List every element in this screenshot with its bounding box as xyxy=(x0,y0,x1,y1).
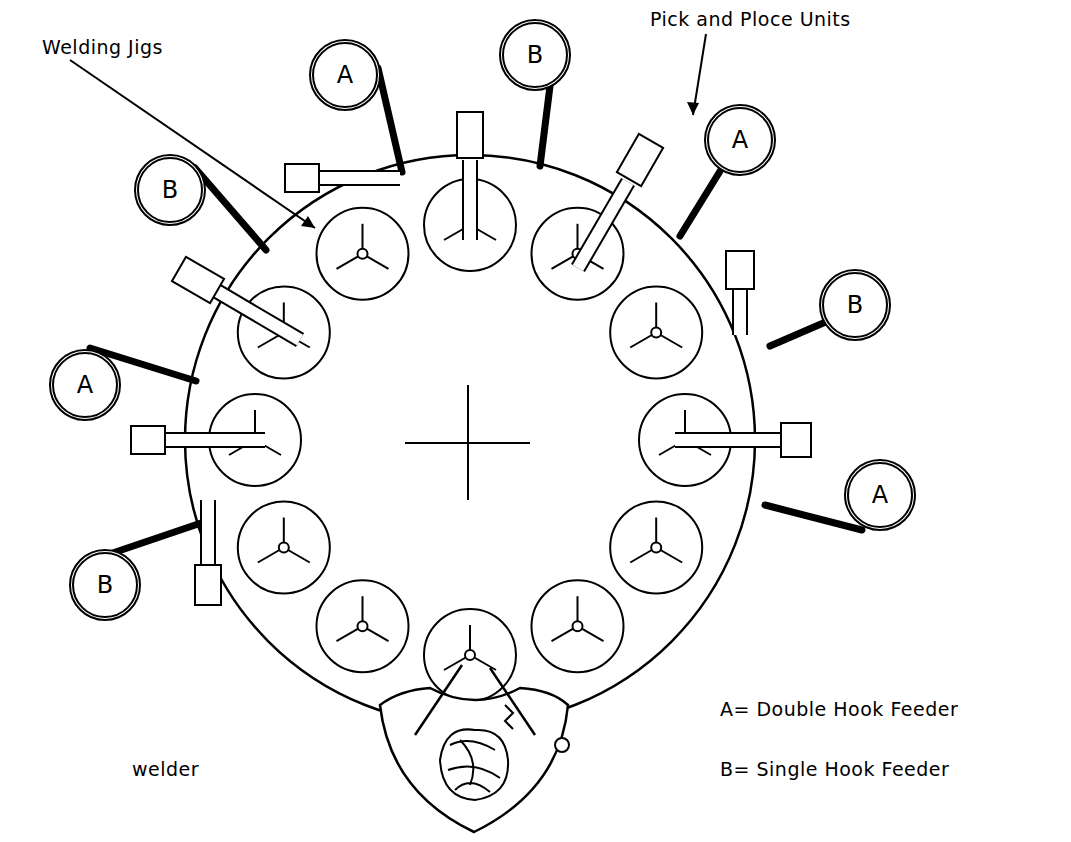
feeder-reel: A xyxy=(309,39,381,111)
feeder-reel: B xyxy=(499,19,571,91)
jig-hub xyxy=(651,543,661,553)
welder-figure xyxy=(380,665,569,832)
leader-arrowhead xyxy=(301,216,315,228)
feeder-letter: A xyxy=(872,483,888,507)
leader-line xyxy=(70,60,315,228)
pick-place-arm xyxy=(318,172,400,184)
welding-jig xyxy=(610,287,702,379)
feeder-tape xyxy=(680,168,722,236)
feeder-tape xyxy=(195,168,266,250)
callout-label: welder xyxy=(130,758,201,780)
pick-place-arm xyxy=(464,160,476,240)
pick-place-head xyxy=(726,251,754,289)
pick-place-arm xyxy=(462,160,478,240)
jig-hub xyxy=(651,328,661,338)
pick-place-arm xyxy=(215,290,300,340)
feeder-reel: A xyxy=(844,459,916,531)
pick-place-arm xyxy=(675,432,782,448)
pick-place-arm xyxy=(578,182,628,268)
feeder-reel: B xyxy=(819,269,891,341)
feeder-letter: B xyxy=(847,293,863,317)
feeder-letter: A xyxy=(732,128,748,152)
pick-place-arm xyxy=(200,500,216,570)
feeder-letter: A xyxy=(77,373,93,397)
jig-hub xyxy=(573,621,583,631)
welding-jig xyxy=(610,502,702,594)
legend-text: A= Double Hook Feeder xyxy=(718,698,960,720)
rotary-table xyxy=(185,155,755,725)
pick-place-head xyxy=(172,257,224,303)
pick-place-arm xyxy=(165,434,265,446)
pick-place-arm xyxy=(165,432,265,448)
jig-hub xyxy=(358,249,368,259)
feeder-tape xyxy=(378,68,402,172)
leader-arrowhead xyxy=(687,102,699,115)
pick-place-arm xyxy=(675,434,782,446)
welding-jig xyxy=(317,580,409,672)
pick-place-arm xyxy=(734,285,746,335)
legend-text: B= Single Hook Feeder xyxy=(718,758,951,780)
welding-jig xyxy=(532,580,624,672)
center-mark xyxy=(467,385,469,500)
feeder-letter: B xyxy=(97,573,113,597)
pick-place-arm xyxy=(732,285,748,335)
feeder-letter: B xyxy=(527,43,543,67)
pick-place-head xyxy=(285,164,319,192)
pick-place-head xyxy=(195,565,221,605)
feeder-reel: A xyxy=(49,349,121,421)
pick-place-arm xyxy=(202,500,214,570)
feeder-letter: A xyxy=(337,63,353,87)
welding-jig xyxy=(238,502,330,594)
pick-place-head xyxy=(457,112,483,158)
jig-hub xyxy=(465,650,475,660)
feeder-reel: B xyxy=(69,549,141,621)
pick-place-head xyxy=(131,426,165,454)
welding-jig xyxy=(317,208,409,300)
jig-hub xyxy=(279,543,289,553)
pick-place-arm xyxy=(578,182,628,268)
pick-place-head xyxy=(617,134,663,186)
feeder-letter: B xyxy=(162,178,178,202)
feeder-reel: B xyxy=(134,154,206,226)
pick-place-head xyxy=(781,423,811,457)
pick-place-arm xyxy=(318,170,400,186)
callout-label: Pick and Ploce Units xyxy=(648,8,853,30)
pick-place-arm xyxy=(215,290,300,340)
callout-label: Welding Jigs xyxy=(40,36,165,58)
feeder-reel: A xyxy=(704,104,776,176)
jig-hub xyxy=(358,621,368,631)
